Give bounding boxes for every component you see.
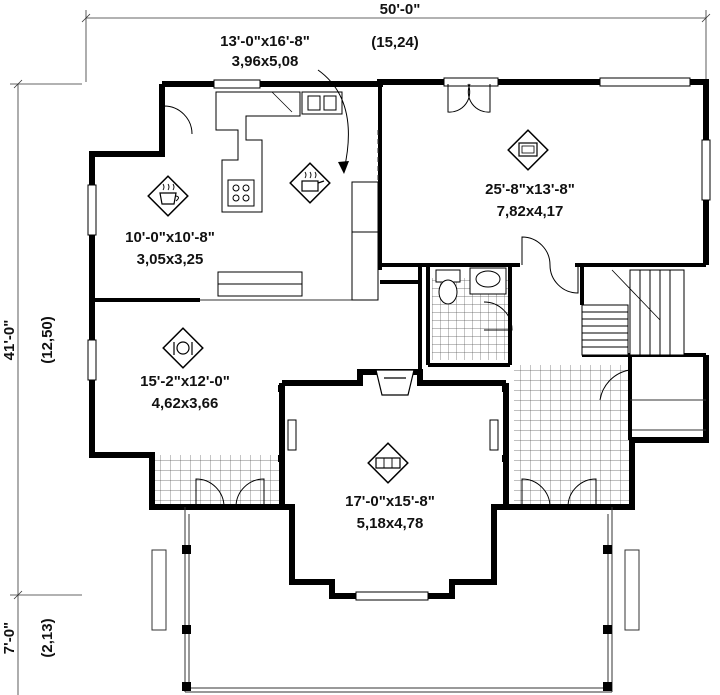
porch-depth-imperial: 7'-0" <box>1 621 18 655</box>
doors <box>163 83 631 508</box>
dimension-lines <box>10 10 711 695</box>
family-room-size-imperial: 25'-8"x13'-8" <box>485 181 575 198</box>
dining-room-size-metric: 4,62x3,66 <box>151 395 219 412</box>
plate-fork-knife-icon <box>162 327 204 369</box>
fireplace <box>375 369 415 396</box>
coffee-cup-icon <box>147 175 189 217</box>
kitchen-curved-arrow <box>317 69 349 171</box>
overall-width-metric: (15,24) <box>371 34 419 51</box>
interior-walls <box>92 84 706 440</box>
kitchen-fixtures <box>215 91 379 301</box>
living-room-size-metric: 5,18x4,78 <box>356 515 424 532</box>
porch-tiles <box>152 278 630 507</box>
porch-posts <box>182 385 612 691</box>
windows <box>87 77 711 601</box>
living-room-size-imperial: 17'-0"x15'-8" <box>345 493 435 510</box>
cooking-pot-icon <box>289 162 331 204</box>
porch-depth-metric: (2,13) <box>39 618 56 658</box>
overall-width-imperial: 50'-0" <box>379 1 421 18</box>
main-depth-imperial: 41'-0" <box>1 319 18 361</box>
kitchen-arrowhead <box>338 161 349 174</box>
porch-railing <box>151 507 640 693</box>
sofa-icon <box>367 442 409 484</box>
stairs <box>581 269 685 356</box>
breakfast-nook-size-metric: 3,05x3,25 <box>136 251 204 268</box>
kitchen-size-metric: 3,96x5,08 <box>231 53 299 70</box>
bathroom-fixtures <box>435 267 507 305</box>
breakfast-nook-size-imperial: 10'-0"x10'-8" <box>125 229 215 246</box>
kitchen-size-imperial: 13'-0"x16'-8" <box>220 33 310 50</box>
television-icon <box>507 129 549 171</box>
family-room-size-metric: 7,82x4,17 <box>496 203 564 220</box>
dining-room-size-imperial: 15'-2"x12'-0" <box>140 373 230 390</box>
main-depth-metric: (12,50) <box>39 316 56 364</box>
